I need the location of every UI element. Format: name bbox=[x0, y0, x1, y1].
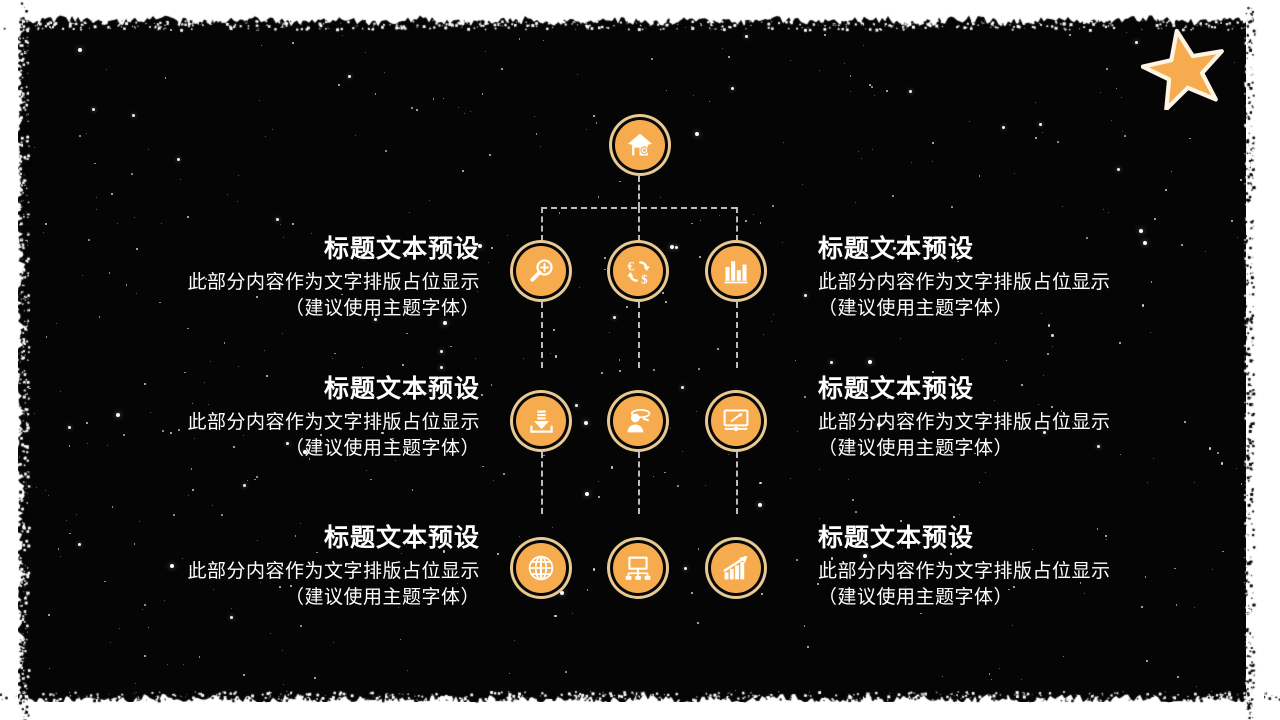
connector-col1-r2r3 bbox=[541, 452, 543, 514]
connector-col3-down bbox=[736, 207, 738, 241]
connector-col2-down bbox=[638, 207, 640, 241]
connector-col3-r1r2 bbox=[736, 302, 738, 368]
node-root[interactable] bbox=[609, 114, 671, 176]
connector-col1-down bbox=[541, 207, 543, 241]
connector-col2-r1r2 bbox=[638, 302, 640, 368]
network-diagram-icon bbox=[613, 543, 663, 593]
node-r2c1[interactable] bbox=[510, 390, 572, 452]
connector-col2-r2r3 bbox=[638, 452, 640, 514]
node-r3c1[interactable] bbox=[510, 537, 572, 599]
row3-left-line2: （建议使用主题字体） bbox=[284, 587, 480, 609]
node-r3c2[interactable] bbox=[607, 537, 669, 599]
node-r3c3[interactable] bbox=[705, 537, 767, 599]
text-block-row3-left: 标题文本预设 此部分内容作为文字排版占位显示 （建议使用主题字体） bbox=[130, 523, 480, 612]
search-plus-icon bbox=[516, 246, 566, 296]
row1-left-line2: （建议使用主题字体） bbox=[284, 298, 480, 320]
node-r2c3[interactable] bbox=[705, 390, 767, 452]
download-icon bbox=[516, 396, 566, 446]
row1-left-line1: 此部分内容作为文字排版占位显示 bbox=[187, 271, 480, 293]
row3-left-line1: 此部分内容作为文字排版占位显示 bbox=[187, 560, 480, 582]
row2-left-title: 标题文本预设 bbox=[323, 375, 480, 403]
node-r2c2[interactable] bbox=[607, 390, 669, 452]
row2-right-line1: 此部分内容作为文字排版占位显示 bbox=[818, 411, 1111, 433]
text-block-row1-left: 标题文本预设 此部分内容作为文字排版占位显示 （建议使用主题字体） bbox=[130, 234, 480, 323]
node-r1c2[interactable]: € $ bbox=[607, 240, 669, 302]
row1-right-title: 标题文本预设 bbox=[818, 235, 975, 263]
row3-right-line1: 此部分内容作为文字排版占位显示 bbox=[818, 560, 1111, 582]
node-r1c3[interactable] bbox=[705, 240, 767, 302]
row3-left-title: 标题文本预设 bbox=[323, 524, 480, 552]
person-speech-icon bbox=[613, 396, 663, 446]
row3-right-line2: （建议使用主题字体） bbox=[818, 587, 1014, 609]
row1-right-line1: 此部分内容作为文字排版占位显示 bbox=[818, 271, 1111, 293]
connector-root-vertical bbox=[638, 176, 640, 208]
currency-exchange-icon: € $ bbox=[613, 246, 663, 296]
connector-col1-r1r2 bbox=[541, 302, 543, 368]
decorative-star-icon bbox=[1140, 26, 1227, 112]
svg-text:$: $ bbox=[641, 272, 647, 286]
monitor-pointer-icon bbox=[711, 396, 761, 446]
row2-left-line1: 此部分内容作为文字排版占位显示 bbox=[187, 411, 480, 433]
home-icon bbox=[615, 120, 665, 170]
node-r1c1[interactable] bbox=[510, 240, 572, 302]
row3-right-title: 标题文本预设 bbox=[818, 524, 975, 552]
row2-right-line2: （建议使用主题字体） bbox=[818, 438, 1014, 460]
bar-chart-icon bbox=[711, 246, 761, 296]
row2-left-line2: （建议使用主题字体） bbox=[284, 438, 480, 460]
connector-col3-r2r3 bbox=[736, 452, 738, 514]
text-block-row2-right: 标题文本预设 此部分内容作为文字排版占位显示 （建议使用主题字体） bbox=[818, 374, 1178, 463]
row2-right-title: 标题文本预设 bbox=[818, 375, 975, 403]
globe-network-icon bbox=[516, 543, 566, 593]
growth-chart-icon bbox=[711, 543, 761, 593]
svg-text:€: € bbox=[627, 259, 634, 273]
text-block-row3-right: 标题文本预设 此部分内容作为文字排版占位显示 （建议使用主题字体） bbox=[818, 523, 1178, 612]
row1-left-title: 标题文本预设 bbox=[323, 235, 480, 263]
text-block-row2-left: 标题文本预设 此部分内容作为文字排版占位显示 （建议使用主题字体） bbox=[130, 374, 480, 463]
row1-right-line2: （建议使用主题字体） bbox=[818, 298, 1014, 320]
text-block-row1-right: 标题文本预设 此部分内容作为文字排版占位显示 （建议使用主题字体） bbox=[818, 234, 1178, 323]
